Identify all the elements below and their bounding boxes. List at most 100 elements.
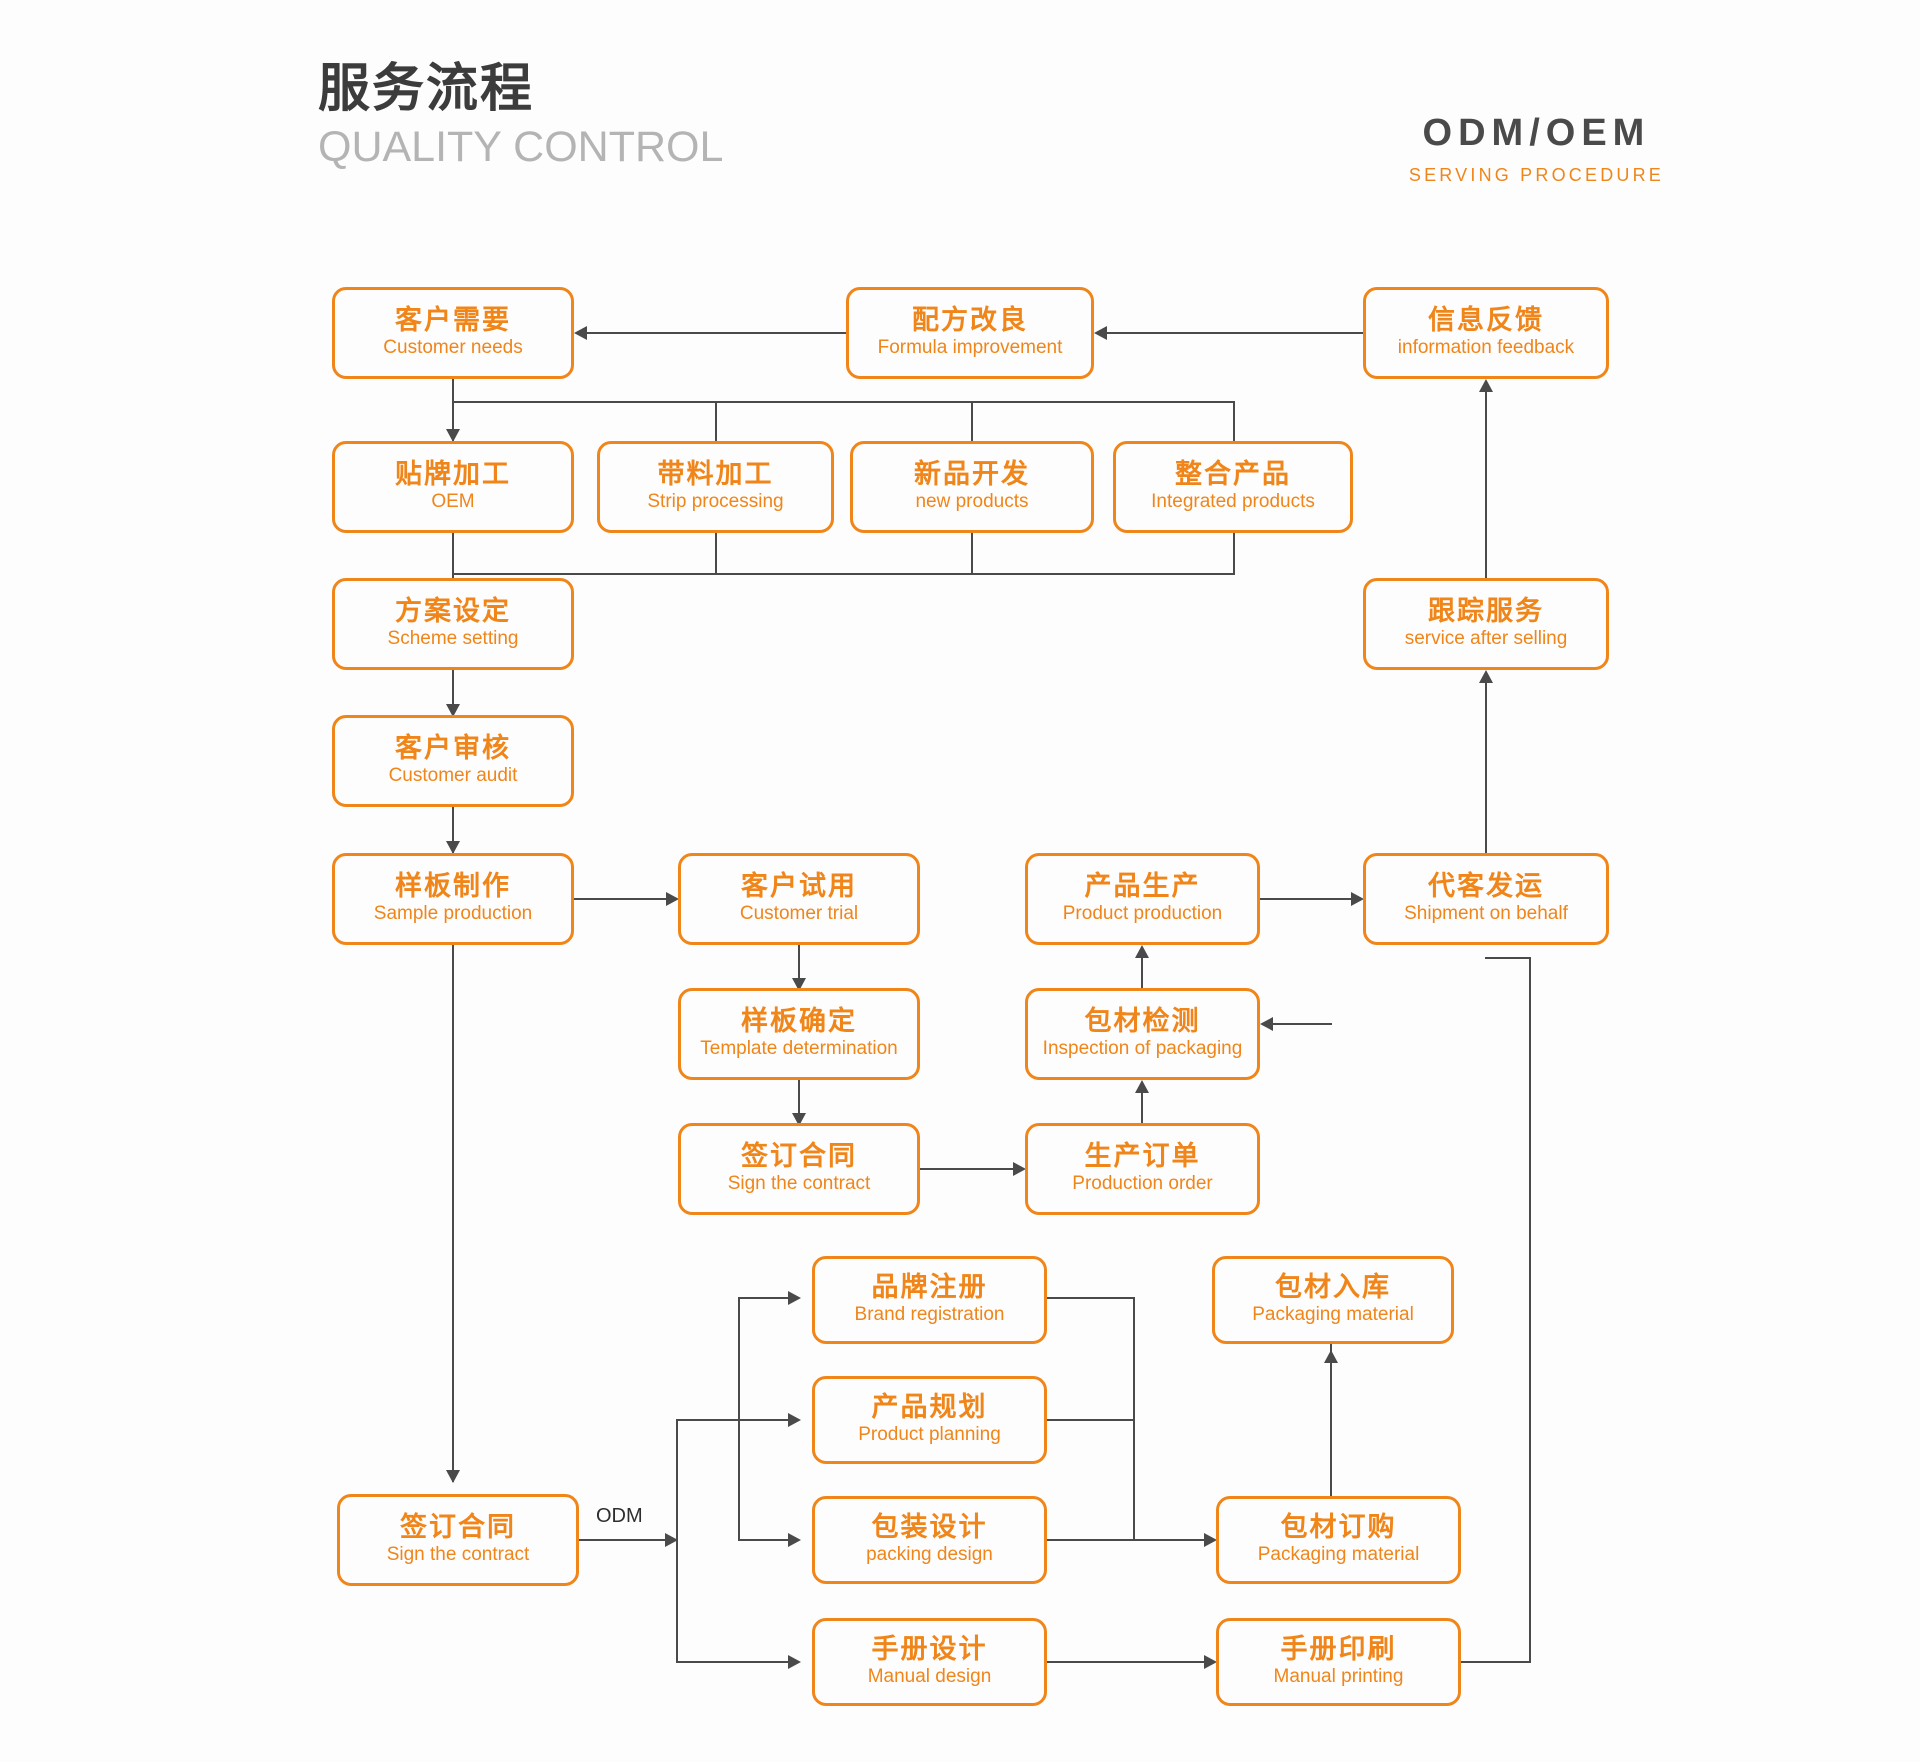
node-packaging-material-order-en: Packaging material — [1257, 1544, 1420, 1566]
node-production-order-en: Production order — [1072, 1173, 1213, 1195]
arrowhead-spine-to-contract — [446, 1470, 460, 1483]
edge-collector-to-packaging-order — [1133, 1539, 1204, 1541]
node-production-order[interactable]: 生产订单 Production order — [1025, 1123, 1260, 1215]
node-template-determination[interactable]: 样板确定 Template determination — [678, 988, 920, 1080]
node-integrated-products-cn: 整合产品 — [1175, 458, 1291, 490]
node-template-determination-en: Template determination — [700, 1038, 898, 1060]
node-packaging-material-storage[interactable]: 包材入库 Packaging material — [1212, 1256, 1454, 1344]
edge-top-bus-drop-new — [971, 401, 973, 441]
node-information-feedback-en: information feedback — [1397, 337, 1575, 359]
node-strip-processing[interactable]: 带料加工 Strip processing — [597, 441, 834, 533]
node-sample-production-en: Sample production — [373, 903, 533, 925]
edge-storage-to-inspection — [1272, 1023, 1332, 1025]
node-new-products-cn: 新品开发 — [914, 458, 1030, 490]
node-oem-cn: 贴牌加工 — [395, 458, 511, 490]
node-manual-design-en: Manual design — [867, 1666, 992, 1688]
page-title-block: 服务流程 QUALITY CONTROL — [318, 62, 723, 174]
node-oem[interactable]: 贴牌加工 OEM — [332, 441, 574, 533]
node-new-products[interactable]: 新品开发 new products — [850, 441, 1094, 533]
edge-manual-design-to-printing — [1047, 1661, 1204, 1663]
node-packing-design-en: packing design — [866, 1544, 993, 1566]
node-new-products-en: new products — [915, 491, 1029, 513]
edge-brand-to-collector — [1047, 1297, 1135, 1299]
arrowhead-audit-to-sample — [446, 841, 460, 854]
node-formula-improvement[interactable]: 配方改良 Formula improvement — [846, 287, 1094, 379]
edge-top-bus — [452, 401, 1234, 403]
edge-riser-to-shipment — [1485, 957, 1531, 959]
arrowhead-fan-to-packing-design — [788, 1533, 801, 1547]
edge-planning-to-collector — [1047, 1419, 1135, 1421]
node-product-production-cn: 产品生产 — [1084, 870, 1201, 902]
serving-procedure-subtitle: SERVING PROCEDURE — [1408, 164, 1664, 185]
node-sign-the-contract-bottom[interactable]: 签订合同 Sign the contract — [337, 1494, 579, 1586]
edge-fan-to-manual-design — [676, 1661, 788, 1663]
node-customer-trial[interactable]: 客户试用 Customer trial — [678, 853, 920, 945]
edge-new-down — [971, 533, 973, 575]
arrowhead-storage-to-inspection — [1260, 1017, 1273, 1031]
node-brand-registration[interactable]: 品牌注册 Brand registration — [812, 1256, 1047, 1344]
node-product-planning-cn: 产品规划 — [871, 1391, 988, 1423]
edge-order-to-inspection — [1141, 1091, 1143, 1123]
edge-formula-to-customer-needs — [586, 332, 846, 334]
edge-integrated-down — [1233, 533, 1235, 575]
node-packaging-material-order[interactable]: 包材订购 Packaging material — [1216, 1496, 1461, 1584]
node-manual-printing[interactable]: 手册印刷 Manual printing — [1216, 1618, 1461, 1706]
edge-top-bus-drop-integrated — [1233, 401, 1235, 441]
edge-right-riser — [1529, 958, 1531, 1662]
node-information-feedback[interactable]: 信息反馈 information feedback — [1363, 287, 1609, 379]
node-customer-audit-en: Customer audit — [388, 765, 518, 787]
node-inspection-of-packaging[interactable]: 包材检测 Inspection of packaging — [1025, 988, 1260, 1080]
node-product-planning-en: Product planning — [858, 1424, 1001, 1446]
arrowhead-scheme-to-audit — [446, 704, 460, 717]
edge-bottom-bus — [452, 573, 1234, 575]
node-packing-design-cn: 包装设计 — [871, 1511, 988, 1543]
node-manual-printing-cn: 手册印刷 — [1280, 1633, 1397, 1665]
arrowhead-inspection-to-production — [1135, 945, 1149, 958]
node-shipment-on-behalf-cn: 代客发运 — [1428, 870, 1544, 902]
node-customer-needs-en: Customer needs — [383, 337, 523, 359]
node-manual-design[interactable]: 手册设计 Manual design — [812, 1618, 1047, 1706]
edge-customer-needs-down — [452, 379, 454, 441]
arrowhead-packaging-order-to-storage — [1324, 1350, 1338, 1363]
node-sample-production-cn: 样板制作 — [395, 870, 511, 902]
arrowhead-sign-to-production-order — [1013, 1162, 1026, 1176]
arrowhead-bus-to-oem — [446, 429, 460, 442]
node-manual-printing-en: Manual printing — [1273, 1666, 1404, 1688]
edge-packing-design-to-collector — [1047, 1539, 1135, 1541]
edge-template-to-sign — [798, 1080, 800, 1123]
edge-audit-to-sample — [452, 807, 454, 853]
node-customer-needs[interactable]: 客户需要 Customer needs — [332, 287, 574, 379]
node-customer-audit[interactable]: 客户审核 Customer audit — [332, 715, 574, 807]
node-brand-registration-cn: 品牌注册 — [871, 1271, 988, 1303]
node-strip-processing-cn: 带料加工 — [657, 458, 774, 490]
node-integrated-products[interactable]: 整合产品 Integrated products — [1113, 441, 1353, 533]
arrowhead-fan-to-brand-registration — [788, 1291, 801, 1305]
node-production-order-cn: 生产订单 — [1084, 1140, 1201, 1172]
node-scheme-setting-en: Scheme setting — [387, 628, 519, 650]
node-sign-the-contract-bottom-en: Sign the contract — [386, 1544, 530, 1566]
node-sign-the-contract-mid[interactable]: 签订合同 Sign the contract — [678, 1123, 920, 1215]
node-sign-the-contract-bottom-cn: 签订合同 — [400, 1511, 516, 1543]
node-formula-improvement-cn: 配方改良 — [912, 304, 1028, 336]
node-brand-registration-en: Brand registration — [854, 1304, 1005, 1326]
arrowhead-formula-to-customer-needs — [574, 326, 587, 340]
node-service-after-selling[interactable]: 跟踪服务 service after selling — [1363, 578, 1609, 670]
arrowhead-sample-to-trial — [666, 892, 679, 906]
node-product-planning[interactable]: 产品规划 Product planning — [812, 1376, 1047, 1464]
edge-contract-to-fan — [579, 1539, 665, 1541]
node-packing-design[interactable]: 包装设计 packing design — [812, 1496, 1047, 1584]
node-sign-the-contract-mid-en: Sign the contract — [727, 1173, 871, 1195]
node-sign-the-contract-mid-cn: 签订合同 — [741, 1140, 857, 1172]
edge-strip-down — [715, 533, 717, 575]
arrowhead-production-to-shipment — [1351, 892, 1364, 906]
edge-fan-spine-sub — [738, 1298, 740, 1540]
edge-fan-to-packing-design — [738, 1539, 788, 1541]
node-shipment-on-behalf[interactable]: 代客发运 Shipment on behalf — [1363, 853, 1609, 945]
node-scheme-setting[interactable]: 方案设定 Scheme setting — [332, 578, 574, 670]
arrowhead-order-to-inspection — [1135, 1080, 1149, 1093]
node-sample-production[interactable]: 样板制作 Sample production — [332, 853, 574, 945]
edge-oem-down — [452, 533, 454, 575]
node-product-production[interactable]: 产品生产 Product production — [1025, 853, 1260, 945]
arrowhead-template-to-sign — [792, 1113, 806, 1126]
edge-service-to-feedback — [1485, 390, 1487, 578]
